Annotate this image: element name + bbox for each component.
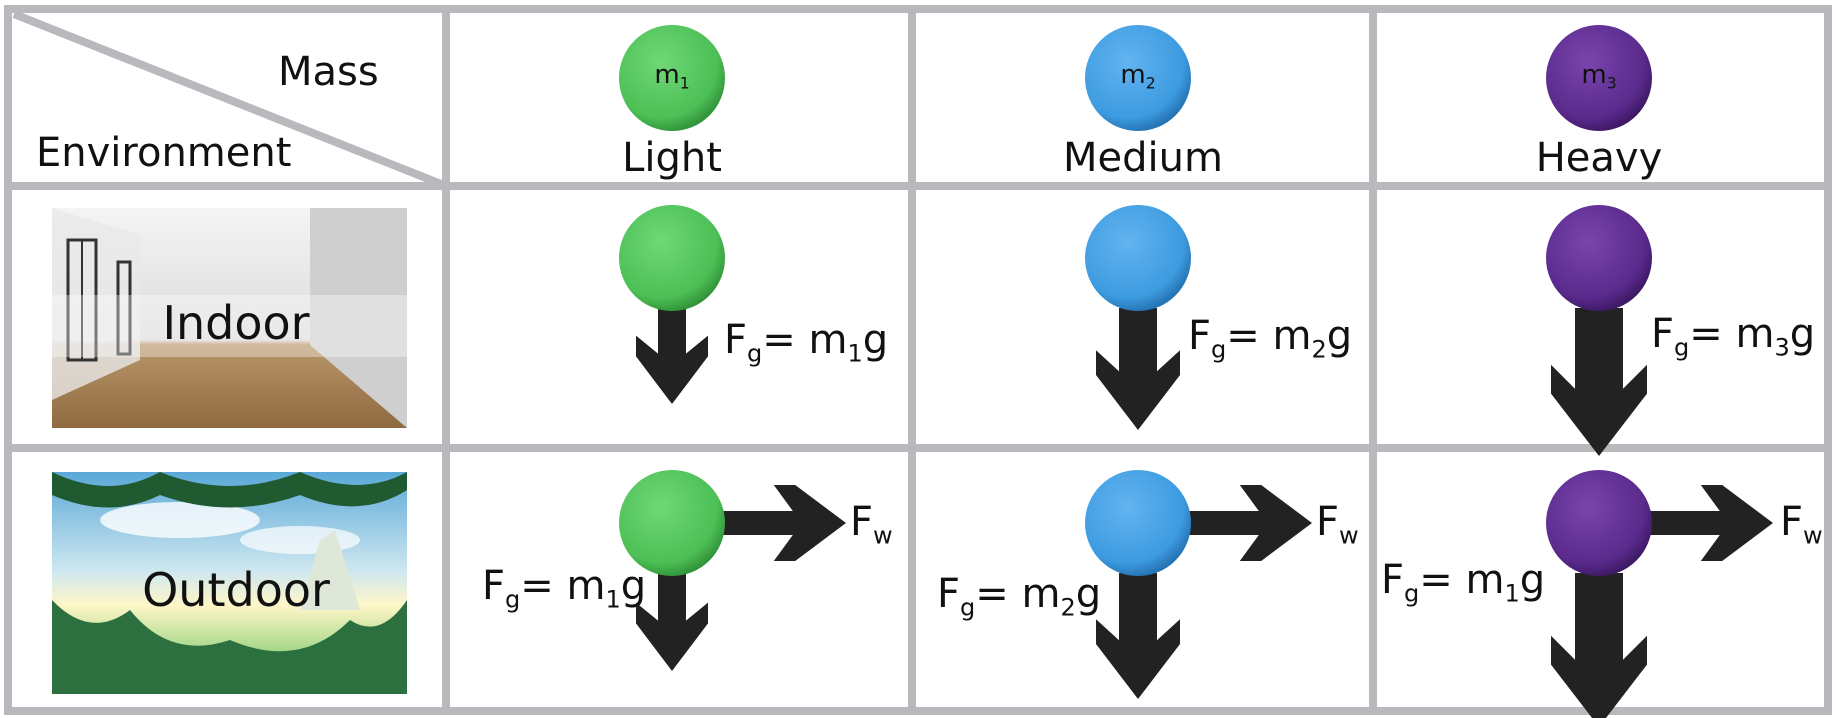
outdoor-image: [52, 472, 407, 694]
outdoor-medium-wind-label: Fw: [1316, 499, 1359, 550]
mass-2-header-ball: [1085, 25, 1191, 131]
environment-header: Environment: [36, 130, 292, 176]
mass-3-header-ball: [1546, 25, 1652, 131]
outdoor-medium-gravity-equation: Fg= m2g: [937, 571, 1102, 622]
corner-diagonal: [12, 10, 448, 190]
outdoor-label: Outdoor: [142, 563, 330, 617]
indoor-image: [52, 208, 407, 428]
table-border: [4, 5, 1832, 715]
indoor-mass-2-ball: [1085, 205, 1191, 311]
indoor-light-gravity-equation: Fg= m1g: [724, 317, 889, 368]
outdoor-mass-1-gravity-arrow: [636, 573, 708, 671]
outdoor-mass-3-gravity-arrow: [1551, 573, 1647, 718]
outdoor-mass-1-wind-arrow: [721, 485, 846, 561]
indoor-medium-gravity-equation: Fg= m2g: [1188, 313, 1353, 364]
indoor-mass-2-gravity-arrow: [1096, 308, 1180, 430]
mass-3-name: Heavy: [1535, 135, 1663, 181]
mass-2-label: m2: [1120, 60, 1156, 93]
outdoor-heavy-wind-label: Fw: [1780, 499, 1823, 550]
mass-1-header-ball: [619, 25, 725, 131]
indoor-mass-3-ball: [1546, 205, 1652, 311]
outdoor-heavy-gravity-equation: Fg= m1g: [1381, 557, 1546, 608]
mass-2-name: Medium: [1063, 135, 1223, 181]
indoor-mass-1-ball: [619, 205, 725, 311]
mass-header: Mass: [278, 49, 379, 95]
outdoor-mass-1-ball: [619, 470, 725, 576]
outdoor-mass-3-wind-arrow: [1648, 485, 1773, 561]
indoor-mass-1-gravity-arrow: [636, 308, 708, 404]
outdoor-mass-2-ball: [1085, 470, 1191, 576]
outdoor-light-wind-label: Fw: [850, 499, 893, 550]
mass-3-label: m3: [1581, 60, 1617, 93]
mass-1-label: m1: [654, 60, 690, 93]
outdoor-mass-3-ball: [1546, 470, 1652, 576]
indoor-label: Indoor: [162, 296, 310, 350]
outdoor-mass-2-gravity-arrow: [1096, 573, 1180, 699]
table-grid: [4, 5, 1832, 715]
indoor-heavy-gravity-equation: Fg= m3g: [1651, 311, 1816, 362]
outdoor-mass-2-wind-arrow: [1187, 485, 1312, 561]
outdoor-light-gravity-equation: Fg= m1g: [482, 563, 647, 614]
indoor-mass-3-gravity-arrow: [1551, 308, 1647, 456]
mass-1-name: Light: [622, 135, 722, 181]
